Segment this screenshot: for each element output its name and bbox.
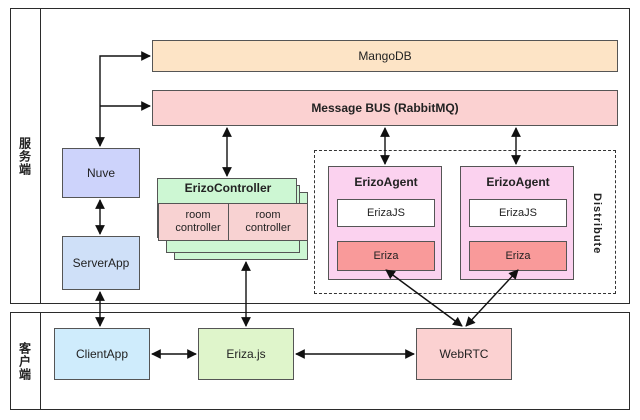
client-lane-label: 客户端 [17,341,32,381]
nuve-box: Nuve [62,148,140,198]
room-controller-2: room controller [228,203,308,241]
erizo-controller-box: ErizoController room controller room con… [157,178,308,241]
server-lane-divider [40,8,41,304]
erizo-controller-title: ErizoController [184,181,272,195]
message-bus-box: Message BUS (RabbitMQ) [152,90,618,126]
mangodb-box: MangoDB [152,40,618,72]
distribute-label: Distribute [591,193,603,255]
erizajs-client-box: Eriza.js [198,328,294,380]
erizajs-right: ErizaJS [469,199,567,227]
erizo-agent-left: ErizoAgent ErizaJS Eriza [328,166,442,280]
client-lane-divider [40,312,41,410]
webrtc-box: WebRTC [416,328,512,380]
distribute-region [314,150,616,294]
erizajs-left: ErizaJS [337,199,435,227]
erizo-agent-left-title: ErizoAgent [354,175,418,189]
clientapp-box: ClientApp [54,328,150,380]
serverapp-box: ServerApp [62,236,140,290]
eriza-left: Eriza [337,241,435,271]
erizo-agent-right-title: ErizoAgent [486,175,550,189]
room-controller-1: room controller [158,203,238,241]
eriza-right: Eriza [469,241,567,271]
erizo-agent-right: ErizoAgent ErizaJS Eriza [460,166,574,280]
server-lane-label: 服务端 [17,136,32,176]
